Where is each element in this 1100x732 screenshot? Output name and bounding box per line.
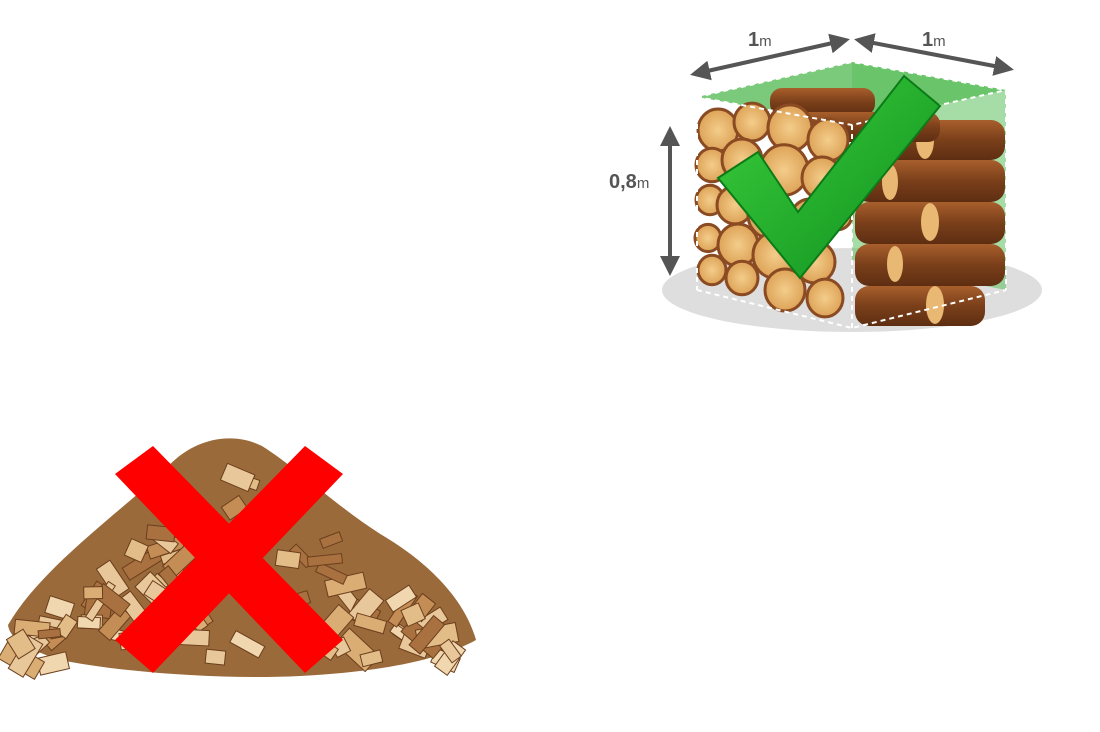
wood-chunk [44, 595, 76, 621]
log-end [805, 277, 845, 319]
wood-chunk [95, 559, 130, 599]
wood-chunk [83, 586, 104, 600]
width-arrow-left [690, 33, 850, 81]
wood-chunk [229, 629, 266, 659]
wood-chunk [306, 553, 344, 568]
wood-chunk [37, 628, 62, 640]
height-label: 0,8m [609, 171, 649, 193]
width-label-left: 1m [748, 29, 772, 51]
wood-chunk [5, 628, 36, 660]
wood-chunk [353, 612, 388, 635]
stacked-firewood-cube [662, 60, 1042, 332]
wood-chunk [97, 605, 132, 642]
wood-chunk [123, 537, 150, 564]
wood-chunk [408, 614, 446, 655]
wood-chunk [219, 462, 256, 493]
check-icon [716, 74, 942, 280]
dimension-arrows [660, 33, 1014, 276]
wood-chunk [384, 584, 418, 613]
wood-chunk [359, 649, 384, 668]
wood-chunk [274, 549, 302, 570]
wood-chunk [314, 561, 348, 586]
wood-chunk [204, 648, 227, 666]
width-arrow-right [854, 33, 1014, 76]
cross-icon [115, 446, 343, 673]
cube-edges [696, 60, 1007, 330]
log-end [724, 259, 760, 297]
log-end [732, 101, 772, 143]
wood-chunk [318, 531, 344, 549]
wood-chunk [400, 602, 426, 628]
wood-chunk [439, 638, 462, 664]
width-label-right: 1m [922, 29, 946, 51]
log-end [696, 253, 728, 287]
